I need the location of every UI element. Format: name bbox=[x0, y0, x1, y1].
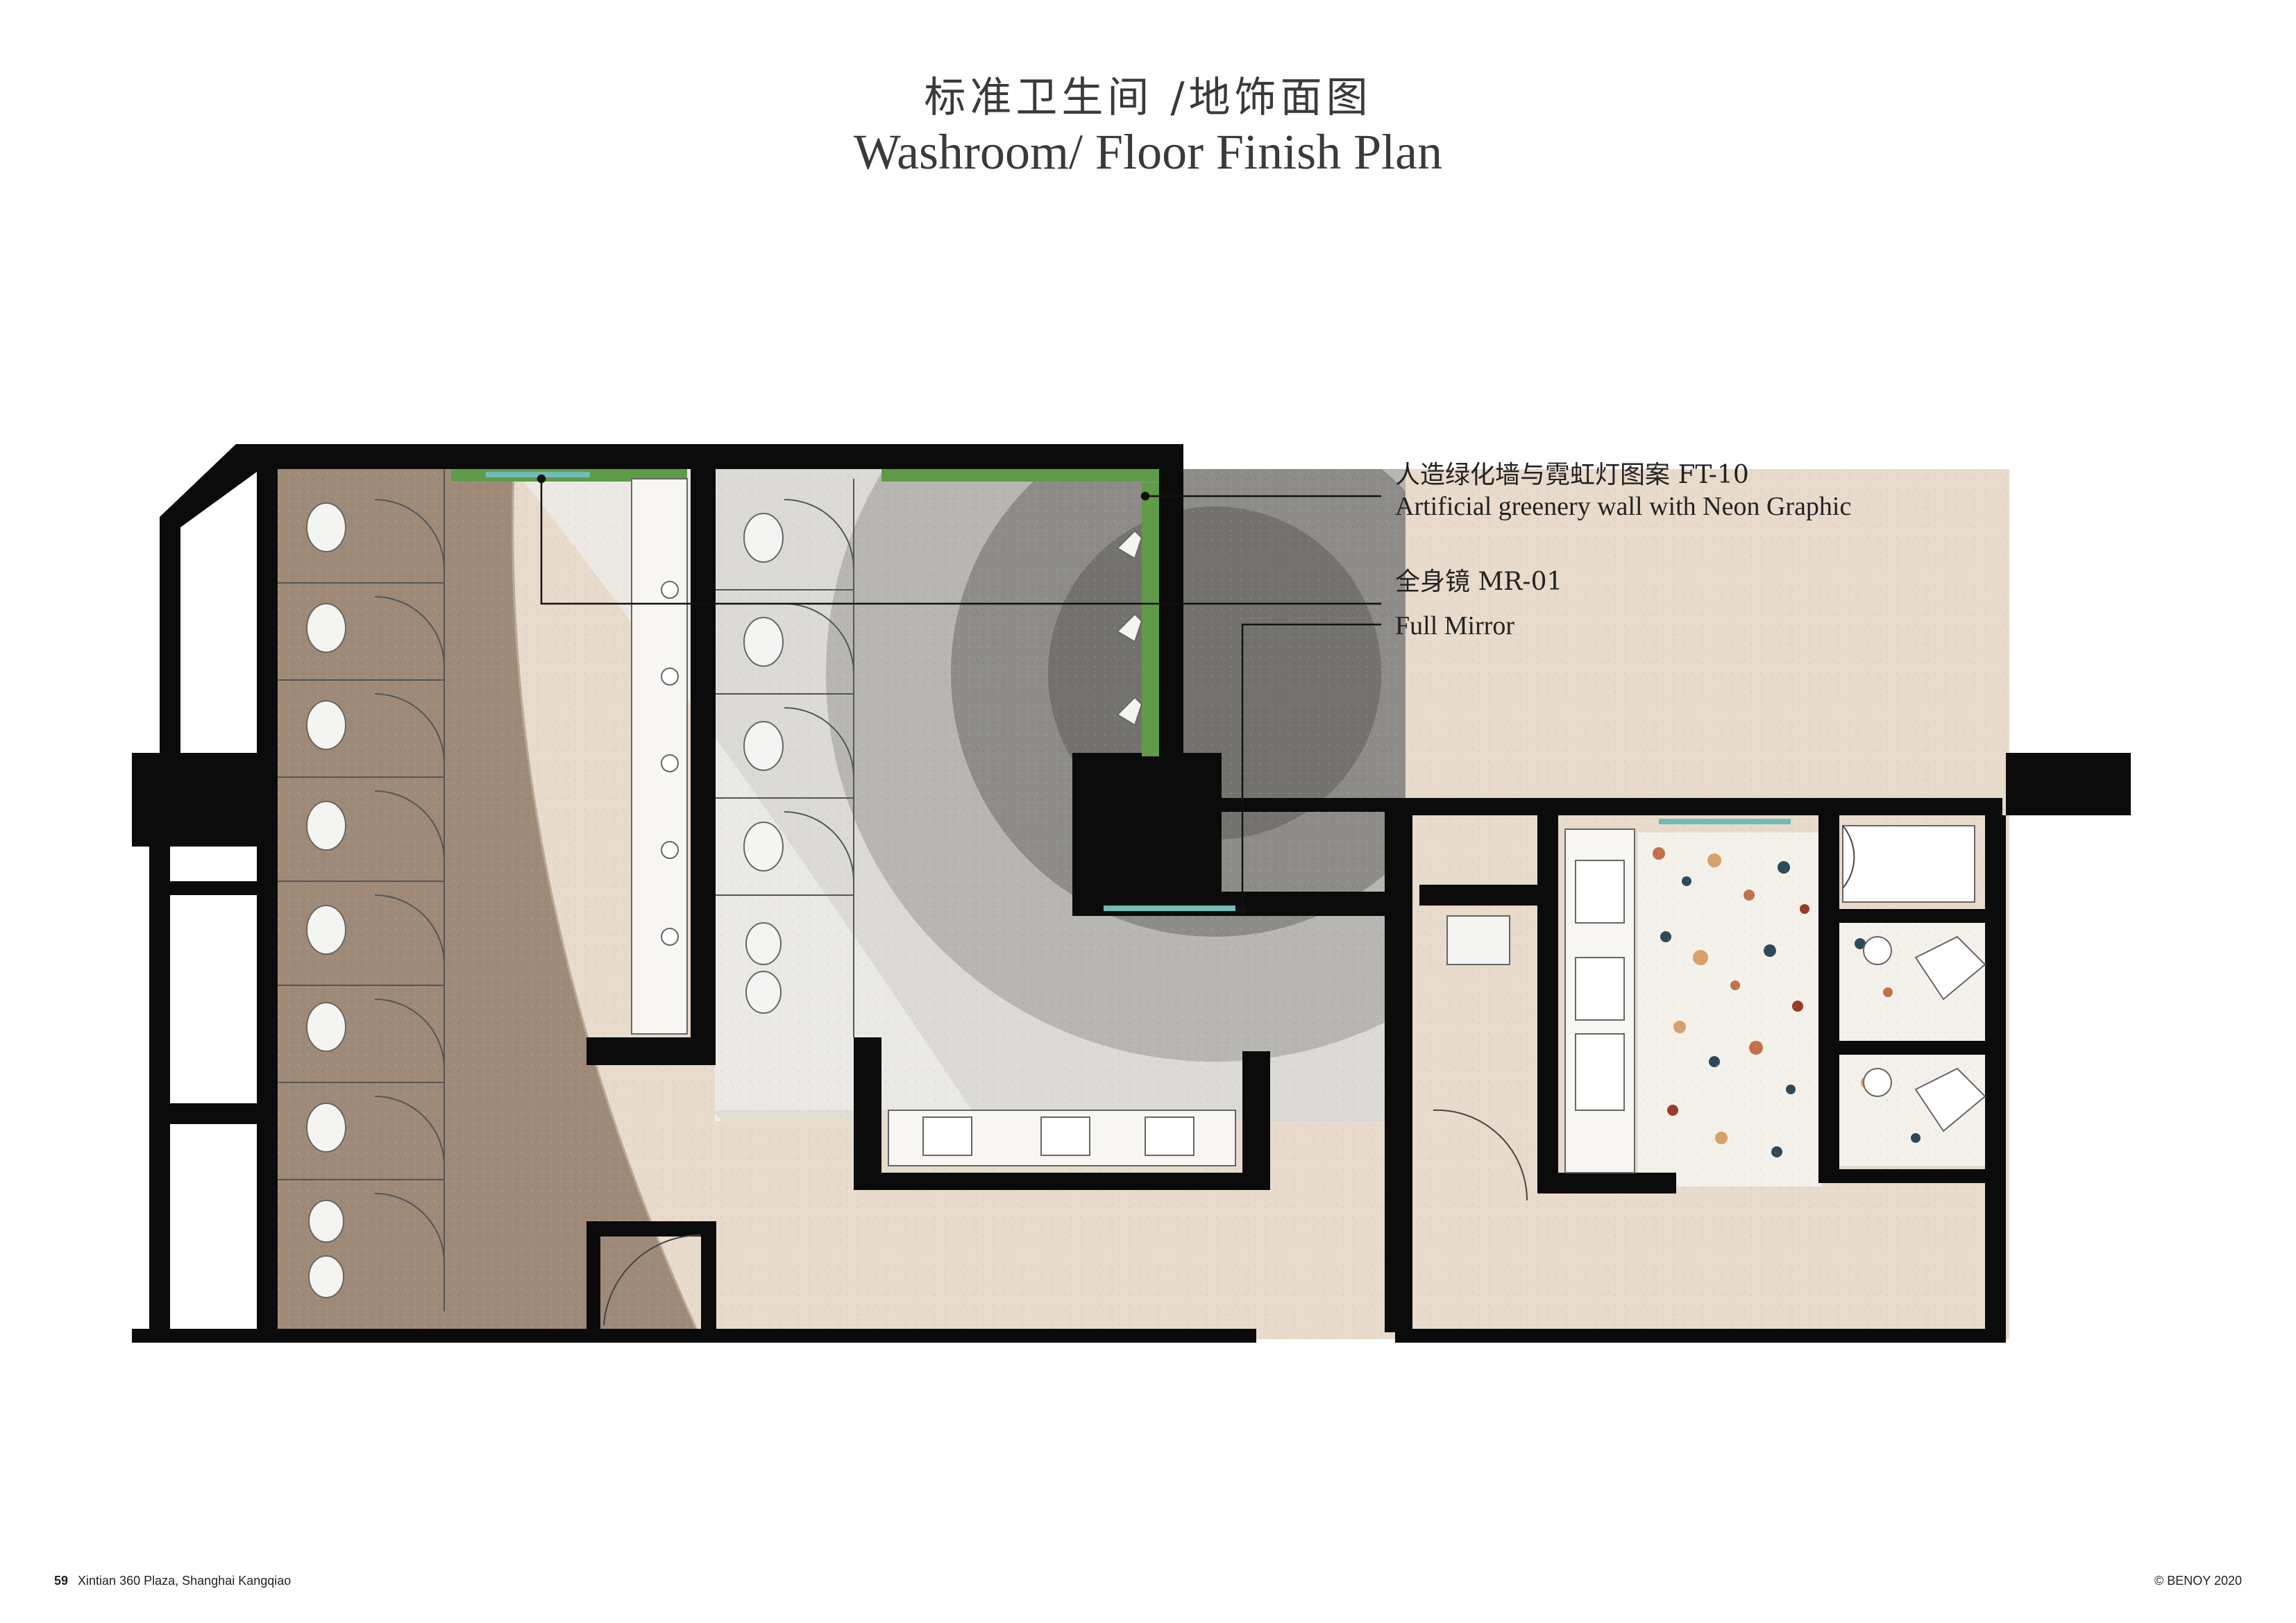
callout-greenery-wall: 人造绿化墙与霓虹灯图案 FT-10 Artificial greenery wa… bbox=[1395, 459, 1851, 524]
callout-full-mirror-zh: 全身镜 MR-01 bbox=[1395, 568, 1563, 596]
urinals bbox=[1116, 529, 1143, 726]
left-toilets bbox=[306, 502, 346, 1298]
page-number: 59 bbox=[54, 1574, 69, 1588]
floor-finishes bbox=[274, 468, 2009, 1340]
footer-left: 59 Xintian 360 Plaza, Shanghai Kangqiao bbox=[54, 1574, 291, 1588]
middle-toilets bbox=[743, 513, 784, 1014]
vanity-bottom bbox=[888, 1110, 1236, 1166]
callout-greenery-wall-zh: 人造绿化墙与霓虹灯图案 FT-10 bbox=[1395, 461, 1749, 489]
footer-copyright: © BENOY 2020 bbox=[2154, 1574, 2242, 1588]
left-stalls bbox=[278, 469, 445, 1311]
mirror-accessible bbox=[1659, 819, 1791, 824]
middle-stalls bbox=[716, 479, 854, 1037]
mirror-top bbox=[486, 472, 590, 477]
greenery-wall-top-middle bbox=[881, 469, 1159, 482]
greenery-wall-right bbox=[1142, 482, 1159, 756]
callout-greenery-wall-en: Artificial greenery wall with Neon Graph… bbox=[1395, 492, 1852, 521]
accessible-fixtures bbox=[1446, 825, 1986, 1173]
title-chinese: 标准卫生间 /地饰面图 bbox=[924, 74, 1372, 122]
vanity-left bbox=[631, 478, 688, 1035]
callout-full-mirror-en: Full Mirror bbox=[1395, 611, 1515, 640]
doors bbox=[603, 825, 1855, 1326]
project-name: Xintian 360 Plaza, Shanghai Kangqiao bbox=[78, 1574, 292, 1588]
callout-full-mirror: 全身镜 MR-01 Full Mirror bbox=[1395, 566, 1562, 643]
mirror-column bbox=[1104, 906, 1235, 911]
callout-leaders bbox=[537, 474, 1381, 914]
title-english: Washroom/ Floor Finish Plan bbox=[853, 124, 1443, 180]
